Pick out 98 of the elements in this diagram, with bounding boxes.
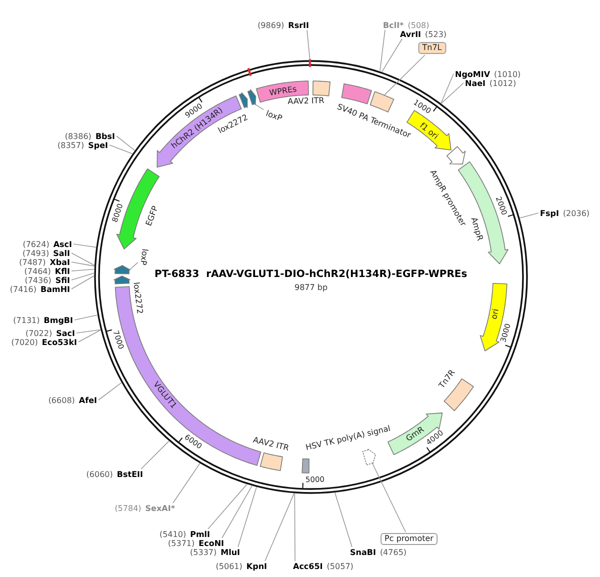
- leader-line: [254, 104, 264, 110]
- sequence-length: 9877 bp: [294, 282, 328, 292]
- enzyme-name: BclI*: [383, 20, 404, 30]
- leader-line: [73, 244, 96, 248]
- leader-line: [208, 484, 248, 530]
- leader-line: [519, 212, 539, 218]
- leader-line: [222, 485, 252, 538]
- site-position: (7487): [19, 258, 46, 266]
- enzyme-name: AvrII: [400, 30, 422, 38]
- site-position: (9869): [258, 20, 284, 30]
- feature-label: AAV2 ITR: [252, 436, 290, 453]
- site-position: (6060): [86, 470, 113, 478]
- site-position: (8386): [64, 132, 92, 140]
- site-position: (7020): [11, 338, 38, 346]
- site-position: (1010): [494, 70, 521, 78]
- feature-label: GmR: [404, 424, 426, 443]
- leader-line: [71, 272, 94, 280]
- leader-line: [440, 74, 454, 104]
- feature-label: lox2272: [132, 282, 145, 315]
- leader-line: [380, 30, 386, 72]
- enzyme-name: NgoMIV: [455, 70, 490, 78]
- callout-label: Pc promoter: [380, 533, 438, 545]
- site-position: (5061): [216, 562, 242, 570]
- leader-line: [109, 144, 133, 154]
- enzyme-name: SacI: [56, 328, 75, 338]
- leader-line: [71, 262, 95, 266]
- enzyme-name: AscI: [53, 240, 72, 248]
- leader-line: [334, 492, 352, 548]
- leader-line: [384, 54, 426, 96]
- enzyme-name: Eco53kI: [42, 338, 77, 346]
- leader-line: [78, 330, 101, 342]
- enzyme-name: NaeI: [465, 78, 486, 88]
- leader-line: [71, 268, 95, 272]
- enzyme-name: AfeI: [78, 396, 97, 404]
- site-position: (7022): [26, 328, 52, 338]
- leader-line: [76, 329, 101, 334]
- enzyme-name: BamHI: [40, 284, 70, 294]
- leader-line: [71, 275, 94, 290]
- feature-label: f1 ori: [418, 120, 440, 141]
- leader-line: [140, 440, 170, 470]
- leader-line: [264, 492, 294, 562]
- enzyme-name: Acc65I: [293, 562, 323, 570]
- site-position: (4765): [380, 548, 407, 556]
- feature-label: loxP: [264, 109, 284, 124]
- site-position: (7493): [22, 248, 50, 258]
- site-position: (5057): [326, 562, 354, 570]
- leader-line: [440, 82, 464, 104]
- callout-label: Tn7L: [418, 42, 446, 54]
- site-position: (1012): [490, 78, 516, 88]
- enzyme-name: KpnI: [246, 562, 267, 570]
- enzyme-name: RsrII: [288, 20, 309, 30]
- enzyme-name: BmgBI: [44, 316, 73, 324]
- site-position: (8357): [58, 140, 84, 150]
- leader-line: [294, 492, 296, 562]
- site-position: (5371): [168, 538, 195, 548]
- leader-line: [306, 30, 310, 60]
- enzyme-name: XbaI: [50, 258, 70, 266]
- site-position: (7464): [24, 266, 51, 276]
- leader-line: [71, 252, 95, 266]
- enzyme-name: SfiI: [55, 276, 70, 284]
- feature-label: EGFP: [144, 204, 160, 228]
- enzyme-name: EcoNI: [198, 538, 224, 548]
- enzyme-name: MluI: [220, 548, 240, 556]
- leader-line: [129, 262, 138, 270]
- site-position: (7131): [13, 316, 40, 324]
- enzyme-name: SalI: [53, 248, 70, 258]
- enzyme-name: SpeI: [88, 140, 108, 150]
- leader-line: [74, 314, 98, 320]
- enzyme-name: PmlI: [190, 530, 210, 538]
- leader-line: [98, 382, 122, 400]
- enzyme-name: KflI: [54, 266, 70, 276]
- leader-line: [116, 136, 136, 151]
- leader-line: [372, 463, 406, 532]
- site-position: (6608): [48, 396, 75, 404]
- enzyme-name: SexAI*: [145, 504, 175, 512]
- leader-line: [381, 38, 402, 72]
- leader-line: [172, 462, 200, 504]
- feature-label: ori: [490, 308, 501, 320]
- leader-line: [238, 486, 257, 548]
- feature-label: WPREs: [268, 84, 298, 98]
- feature-label: AAV2 ITR: [288, 96, 325, 106]
- site-position: (7624): [22, 240, 50, 248]
- feature-label: HSV TK poly(A) signal: [304, 424, 392, 452]
- site-position: (2036): [562, 208, 590, 218]
- site-position: (7436): [24, 276, 52, 284]
- site-position: (508): [408, 20, 430, 30]
- feature-label: loxP: [138, 248, 150, 266]
- feature-label: AmpR: [470, 216, 485, 242]
- map-title: PT-6833 rAAV-VGLUT1-DIO-hChR2(H134R)-EGFP-WPREs: [154, 269, 468, 281]
- enzyme-name: FspI: [540, 208, 559, 218]
- site-position: (5337): [190, 548, 217, 556]
- site-position: (523): [425, 30, 447, 38]
- enzyme-name: BbsI: [95, 132, 115, 140]
- enzyme-name: BstEII: [116, 470, 143, 478]
- site-position: (5410): [159, 530, 186, 538]
- enzyme-name: SnaBI: [350, 548, 376, 556]
- site-position: (5784): [114, 504, 142, 512]
- site-position: (7416): [10, 284, 36, 294]
